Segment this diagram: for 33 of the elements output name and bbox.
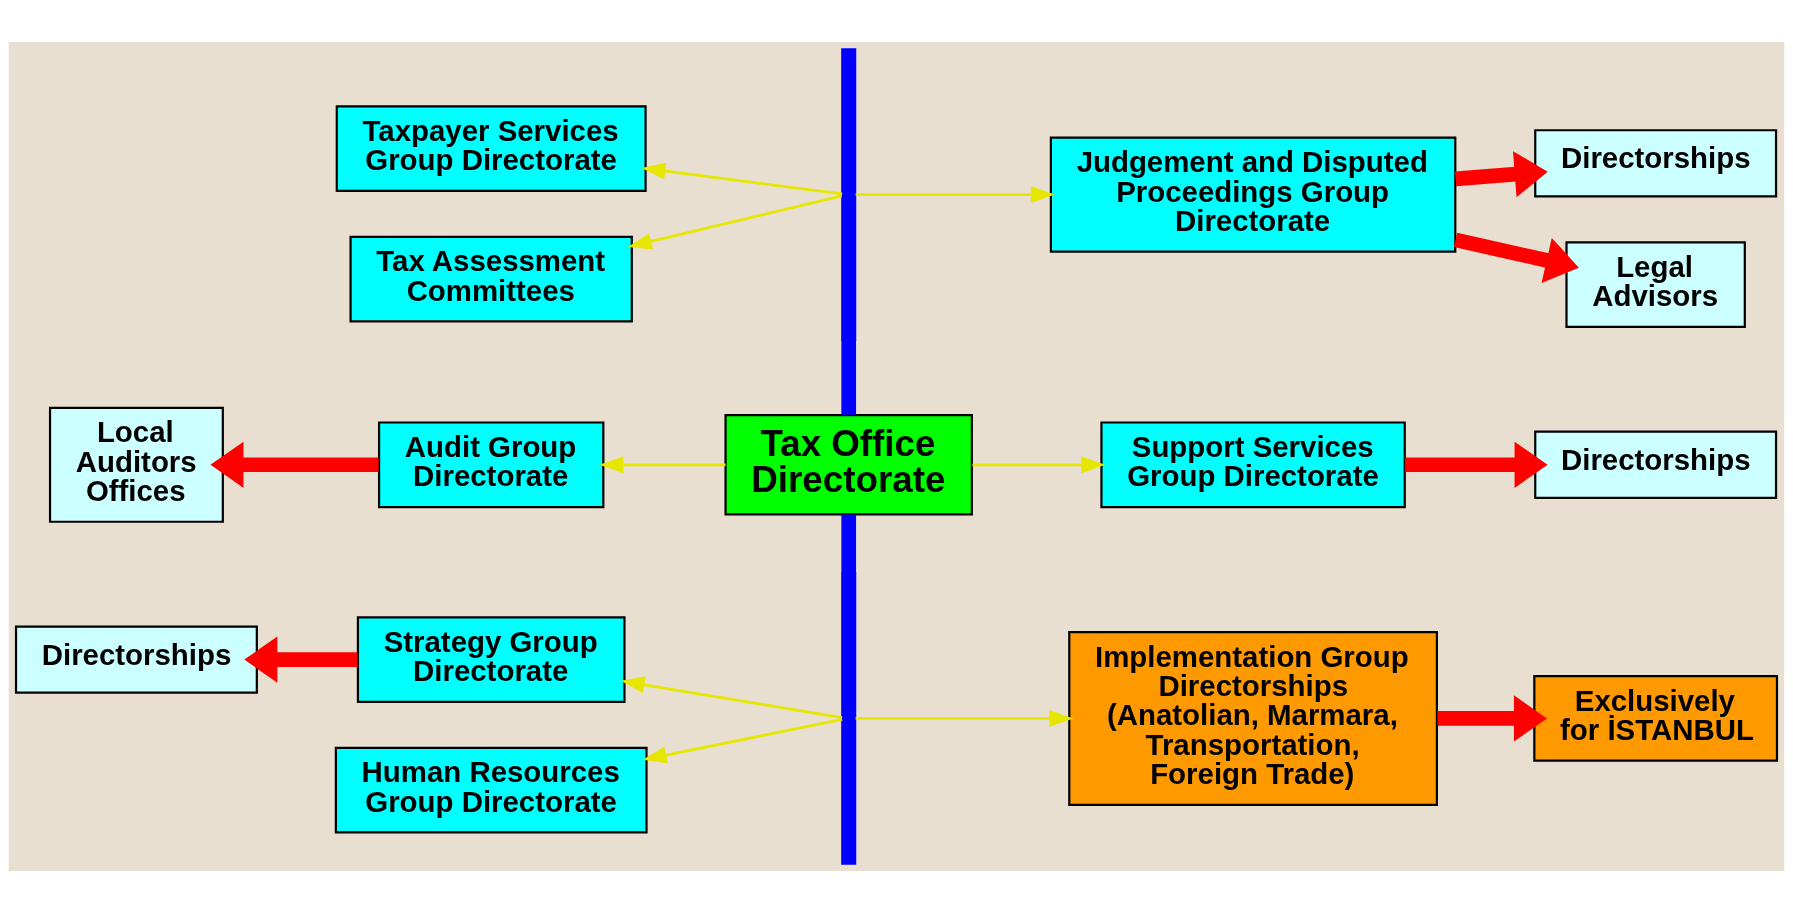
node-box: Directorships bbox=[1534, 128, 1778, 197]
connector bbox=[841, 339, 857, 415]
arrow bbox=[855, 709, 1074, 727]
node-box: Judgement and Disputed Proceedings Group Directorate bbox=[1049, 135, 1457, 253]
arrow bbox=[1405, 441, 1548, 488]
node-box: Strategy Group Directorate bbox=[356, 615, 626, 703]
arrow bbox=[627, 193, 843, 249]
node-box: Implementation Group Directorships (Anatolian, Marmara, Transportation, Foreign Trade) bbox=[1068, 630, 1438, 806]
node-box: Legal Advisors bbox=[1565, 240, 1746, 328]
node-box: Taxpayer Services Group Directorate bbox=[335, 104, 647, 192]
node-box: Tax Assessment Committees bbox=[349, 235, 633, 322]
arrow bbox=[210, 441, 379, 488]
arrow bbox=[641, 162, 843, 195]
arrow bbox=[1437, 694, 1547, 742]
arrow bbox=[642, 717, 843, 763]
arrow bbox=[1453, 232, 1579, 283]
arrow bbox=[1454, 150, 1548, 197]
node-box: Local Auditors Offices bbox=[48, 406, 224, 523]
node-bar bbox=[841, 47, 857, 341]
node-bar bbox=[841, 571, 857, 865]
node-box: Directorships bbox=[1534, 430, 1778, 499]
node-box: Human Resources Group Directorate bbox=[334, 746, 648, 833]
arrow bbox=[972, 455, 1106, 473]
arrow bbox=[244, 636, 358, 683]
node-box: Exclusively for İSTANBUL bbox=[1533, 674, 1779, 762]
arrow bbox=[855, 185, 1055, 203]
node-box: Support Services Group Directorate bbox=[1100, 420, 1406, 508]
node-box: Tax Office Directorate bbox=[724, 413, 973, 515]
arrow bbox=[620, 676, 843, 719]
node-box: Directorships bbox=[14, 624, 258, 694]
arrow bbox=[599, 455, 726, 473]
connector bbox=[841, 514, 857, 573]
node-box: Audit Group Directorate bbox=[377, 420, 605, 508]
